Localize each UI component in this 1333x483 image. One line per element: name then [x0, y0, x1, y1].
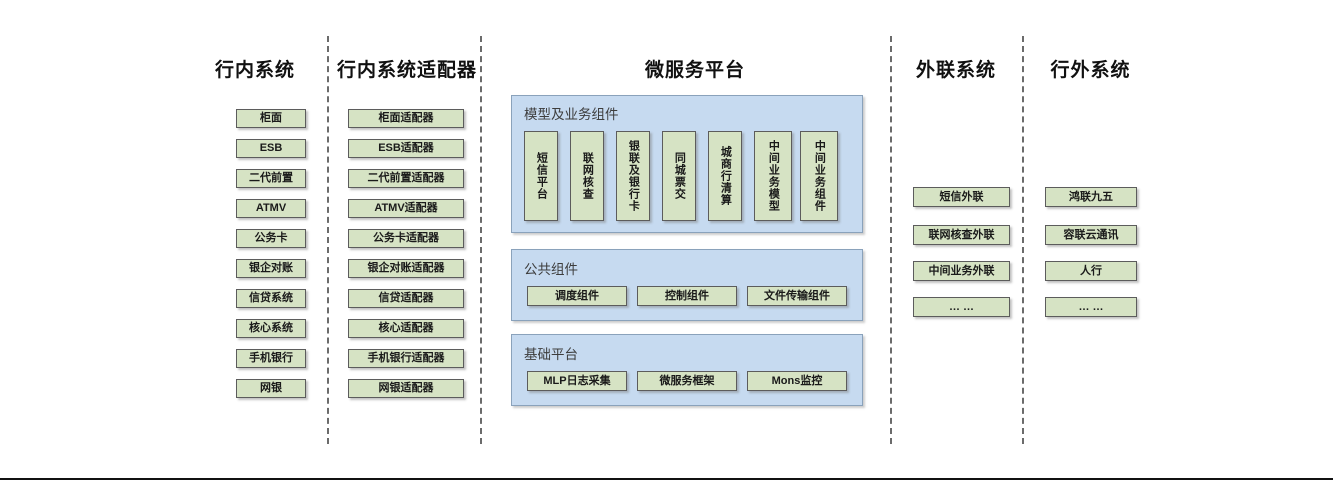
node-external-link-system[interactable]: … … [913, 297, 1010, 317]
panel-label-base-platform: 基础平台 [524, 347, 578, 362]
panel-base-platform [511, 334, 863, 406]
node-base-platform-component[interactable]: 微服务框架 [637, 371, 737, 391]
node-in-bank-system[interactable]: 信贷系统 [236, 289, 306, 308]
node-platform-component[interactable]: 中间业务模型 [754, 131, 792, 221]
panel-label-model-business-components: 模型及业务组件 [524, 107, 619, 122]
node-public-component[interactable]: 文件传输组件 [747, 286, 847, 306]
node-in-bank-system[interactable]: ATMV [236, 199, 306, 218]
node-in-bank-system[interactable]: 公务卡 [236, 229, 306, 248]
column-title-external-link-systems: 外联系统 [915, 60, 996, 81]
node-in-bank-adapter[interactable]: ESB适配器 [348, 139, 464, 158]
node-external-link-system[interactable]: 短信外联 [913, 187, 1010, 207]
node-platform-component[interactable]: 联网核查 [570, 131, 604, 221]
column-divider-2 [480, 36, 482, 444]
node-external-link-system[interactable]: 中间业务外联 [913, 261, 1010, 281]
node-outside-bank-system[interactable]: 容联云通讯 [1045, 225, 1137, 245]
column-divider-4 [1022, 36, 1024, 444]
column-title-outside-bank-systems: 行外系统 [1050, 60, 1131, 81]
node-in-bank-adapter[interactable]: 网银适配器 [348, 379, 464, 398]
node-in-bank-adapter[interactable]: 柜面适配器 [348, 109, 464, 128]
column-divider-3 [890, 36, 892, 444]
node-in-bank-system[interactable]: 网银 [236, 379, 306, 398]
node-external-link-system[interactable]: 联网核查外联 [913, 225, 1010, 245]
node-in-bank-adapter[interactable]: 公务卡适配器 [348, 229, 464, 248]
column-title-in-bank-systems: 行内系统 [214, 60, 295, 81]
bottom-rule [0, 478, 1333, 480]
node-platform-component[interactable]: 城商行清算 [708, 131, 742, 221]
node-platform-component[interactable]: 中间业务组件 [800, 131, 838, 221]
node-in-bank-system[interactable]: 手机银行 [236, 349, 306, 368]
node-in-bank-adapter[interactable]: 核心适配器 [348, 319, 464, 338]
node-base-platform-component[interactable]: Mons监控 [747, 371, 847, 391]
node-platform-component[interactable]: 银联及银行卡 [616, 131, 650, 221]
node-in-bank-adapter[interactable]: 手机银行适配器 [348, 349, 464, 368]
column-title-microservice-platform: 微服务平台 [644, 60, 745, 81]
node-in-bank-adapter[interactable]: 信贷适配器 [348, 289, 464, 308]
node-in-bank-adapter[interactable]: 银企对账适配器 [348, 259, 464, 278]
node-platform-component[interactable]: 短信平台 [524, 131, 558, 221]
node-in-bank-system[interactable]: 柜面 [236, 109, 306, 128]
panel-public-components [511, 249, 863, 321]
node-in-bank-system[interactable]: 二代前置 [236, 169, 306, 188]
panel-label-public-components: 公共组件 [524, 262, 578, 277]
node-public-component[interactable]: 控制组件 [637, 286, 737, 306]
node-base-platform-component[interactable]: MLP日志采集 [527, 371, 627, 391]
node-public-component[interactable]: 调度组件 [527, 286, 627, 306]
node-platform-component[interactable]: 同城票交 [662, 131, 696, 221]
node-outside-bank-system[interactable]: 人行 [1045, 261, 1137, 281]
node-outside-bank-system[interactable]: … … [1045, 297, 1137, 317]
column-title-in-bank-adapters: 行内系统适配器 [337, 60, 478, 81]
node-in-bank-system[interactable]: 核心系统 [236, 319, 306, 338]
node-outside-bank-system[interactable]: 鸿联九五 [1045, 187, 1137, 207]
node-in-bank-system[interactable]: 银企对账 [236, 259, 306, 278]
node-in-bank-system[interactable]: ESB [236, 139, 306, 158]
node-in-bank-adapter[interactable]: ATMV适配器 [348, 199, 464, 218]
column-divider-1 [327, 36, 329, 444]
node-in-bank-adapter[interactable]: 二代前置适配器 [348, 169, 464, 188]
